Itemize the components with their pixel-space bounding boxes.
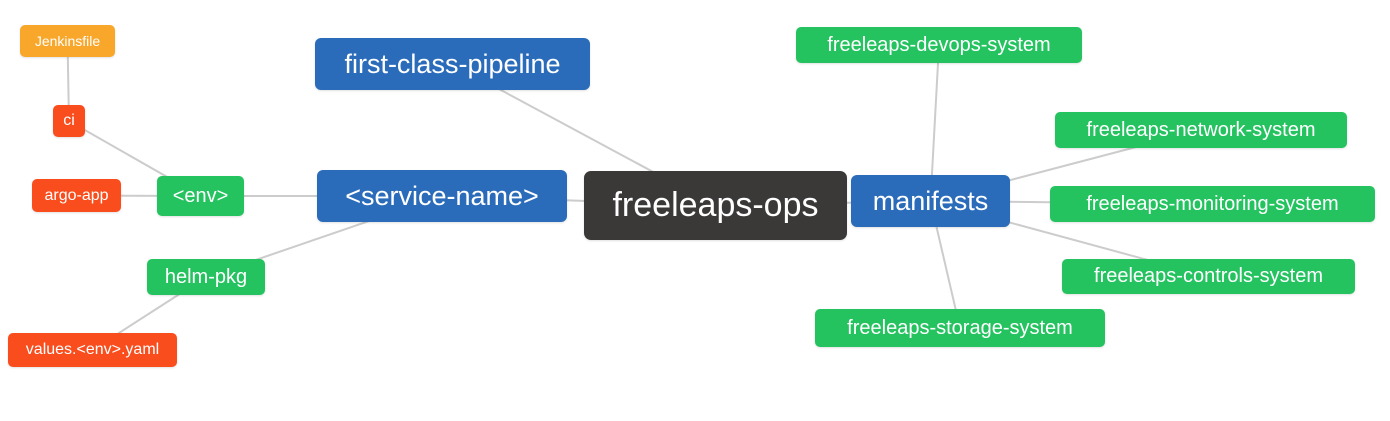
node-label-freeleaps-monitoring-system: freeleaps-monitoring-system	[1086, 192, 1339, 215]
node-freeleaps-controls-system[interactable]: freeleaps-controls-system	[1062, 259, 1355, 294]
node-helm-pkg[interactable]: helm-pkg	[147, 259, 265, 295]
node-freeleaps-devops-system[interactable]: freeleaps-devops-system	[796, 27, 1082, 63]
node-label-freeleaps-storage-system: freeleaps-storage-system	[847, 316, 1073, 339]
node-label-ci: ci	[63, 112, 75, 129]
node-label-first-class-pipeline: first-class-pipeline	[344, 48, 561, 79]
node-label-freeleaps-controls-system: freeleaps-controls-system	[1094, 265, 1323, 287]
node-label-values-env-yaml: values.<env>.yaml	[25, 341, 160, 358]
node-env[interactable]: <env>	[157, 176, 244, 216]
node-freeleaps-monitoring-system[interactable]: freeleaps-monitoring-system	[1050, 186, 1375, 222]
node-argo-app[interactable]: argo-app	[32, 179, 121, 212]
node-label-freeleaps-devops-system: freeleaps-devops-system	[827, 33, 1051, 56]
node-values-env-yaml[interactable]: values.<env>.yaml	[8, 333, 177, 367]
node-jenkinsfile[interactable]: Jenkinsfile	[20, 25, 115, 57]
node-first-class-pipeline[interactable]: first-class-pipeline	[315, 38, 590, 90]
node-freeleaps-network-system[interactable]: freeleaps-network-system	[1055, 112, 1347, 148]
node-label-argo-app: argo-app	[44, 186, 109, 204]
node-ci[interactable]: ci	[53, 105, 85, 137]
node-label-service-name: <service-name>	[345, 180, 539, 211]
node-freeleaps-ops[interactable]: freeleaps-ops	[584, 171, 847, 240]
node-label-manifests: manifests	[872, 185, 989, 216]
node-label-freeleaps-ops: freeleaps-ops	[612, 186, 819, 224]
node-label-freeleaps-network-system: freeleaps-network-system	[1086, 118, 1316, 141]
node-manifests[interactable]: manifests	[851, 175, 1010, 227]
node-label-jenkinsfile: Jenkinsfile	[34, 33, 101, 49]
node-freeleaps-storage-system[interactable]: freeleaps-storage-system	[815, 309, 1105, 347]
node-label-helm-pkg: helm-pkg	[164, 265, 248, 288]
node-label-env: <env>	[172, 184, 229, 207]
node-service-name[interactable]: <service-name>	[317, 170, 567, 222]
